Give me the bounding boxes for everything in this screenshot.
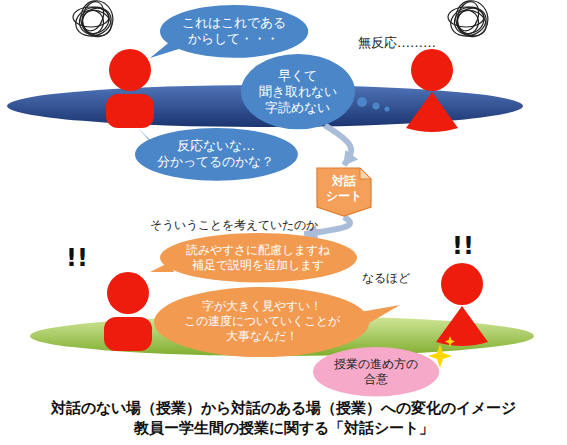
teacher-body	[104, 317, 152, 351]
exclamation-mark: !!	[66, 244, 88, 272]
scribble-stroke	[447, 3, 490, 41]
bubble-text: 対話 シート	[322, 174, 366, 204]
bubble-shape	[154, 287, 369, 357]
sheet-fold	[360, 168, 371, 179]
bubble-text: これはこれである からして・・・	[179, 15, 289, 48]
teacher-head	[109, 49, 151, 91]
agreement-oval: 授業の進め方の 合意	[312, 346, 440, 397]
student-body	[406, 92, 458, 132]
thought-bubble: 反応ないな… 分かってるのかな？	[134, 127, 299, 182]
flow-arrow	[325, 125, 351, 165]
bubble-text: 読みやすさに配慮しますね 補足で説明を追加します	[183, 243, 333, 273]
scribble-stroke	[454, 0, 482, 34]
exclamation-mark: !!	[452, 232, 474, 260]
bubble-shape	[241, 54, 355, 129]
note-text: そういうことを考えていたのか	[150, 217, 318, 234]
bubble-text: 授業の進め方の 合意	[330, 357, 422, 387]
caption-line: 教員ー学生間の授業に関する「対話シート」	[0, 419, 567, 438]
sheet-shape	[317, 168, 371, 216]
student-body	[436, 306, 488, 346]
thought-dot	[373, 103, 380, 110]
bubble-shape	[160, 233, 357, 282]
speech-bubble: 読みやすさに配慮しますね 補足で説明を追加します	[159, 232, 358, 283]
scribble-stroke	[72, 3, 115, 41]
note-text: なるほど	[362, 270, 410, 287]
thought-bubble: 早くて 聞き取れない 字読めない	[240, 53, 356, 130]
student-head	[411, 49, 453, 91]
note-text: 無反応………	[358, 34, 436, 52]
bubble-text: 早くて 聞き取れない 字読めない	[257, 68, 339, 117]
thought-dot	[385, 107, 390, 112]
teacher-body	[106, 94, 154, 128]
thought-dot	[357, 97, 367, 107]
scribble-stroke	[74, 5, 108, 39]
bubble-shape	[160, 5, 308, 58]
bubble-text: 字が大きく見やすい！ この速度についていくことが 大事なんだ！	[179, 299, 344, 344]
bubble-text: 反応ないな… 分かってるのかな？	[155, 138, 277, 171]
speech-bubble: 字が大きく見やすい！ この速度についていくことが 大事なんだ！	[153, 286, 370, 358]
dialogue-sheet: 対話 シート	[316, 167, 372, 217]
scribble-stroke	[79, 0, 107, 34]
scribble-stroke	[449, 5, 483, 39]
speech-bubble: これはこれである からして・・・	[159, 4, 309, 59]
caption: 対話のない場（授業）から対話のある場（授業）への変化のイメージ	[0, 399, 567, 418]
teacher-head	[107, 272, 149, 314]
student-head	[441, 263, 483, 305]
bubble-shape	[313, 347, 439, 396]
bubble-shape	[135, 128, 298, 181]
sparkle	[445, 336, 455, 347]
